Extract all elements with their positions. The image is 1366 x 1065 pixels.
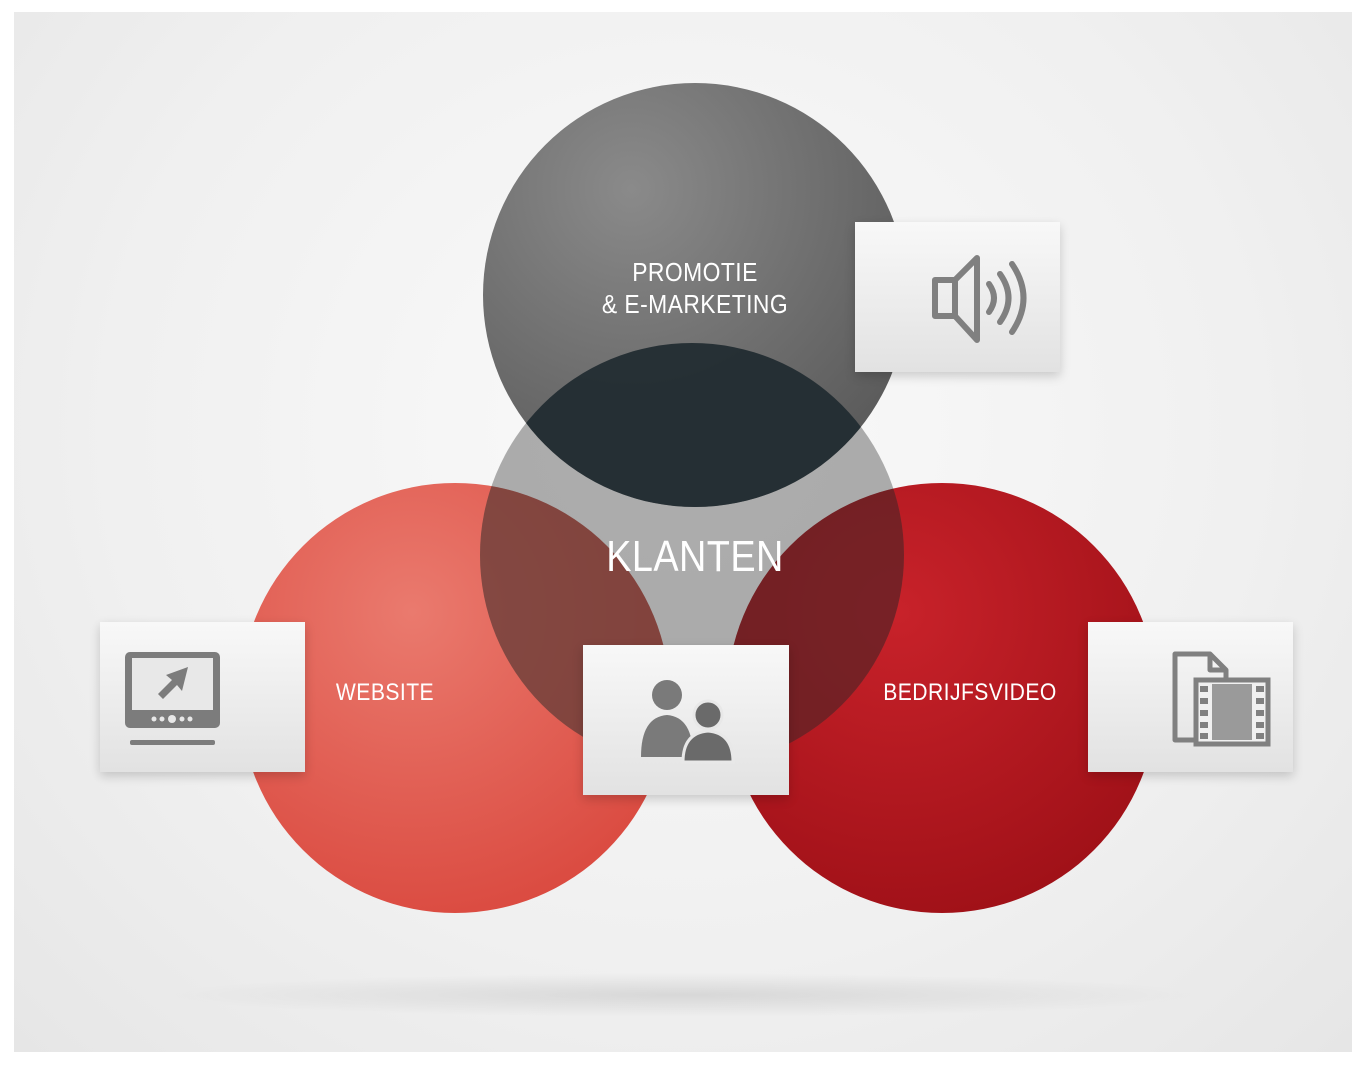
video-file-tile	[1088, 622, 1293, 772]
video-file-icon	[1172, 651, 1271, 747]
people-icon	[641, 680, 735, 764]
overlap-right-center	[727, 483, 904, 767]
monitor-tile	[100, 622, 305, 772]
people-tile	[583, 645, 789, 795]
label-website: WEBSITE	[335, 679, 435, 706]
monitor-cursor-icon	[125, 652, 220, 745]
label-klanten: KLANTEN	[606, 532, 784, 581]
speaker-tile	[855, 222, 1060, 372]
label-promotie-line-2: & E-MARKETING	[601, 289, 789, 319]
label-promotie-line-1: PROMOTIE	[632, 257, 758, 287]
label-promotie: PROMOTIE & E-MARKETING	[576, 256, 814, 320]
label-bedrijfsvideo: BEDRIJFSVIDEO	[883, 679, 1057, 706]
speaker-icon	[932, 255, 1027, 343]
floor-shadow	[163, 973, 1203, 1017]
overlap-top-center	[483, 343, 904, 507]
